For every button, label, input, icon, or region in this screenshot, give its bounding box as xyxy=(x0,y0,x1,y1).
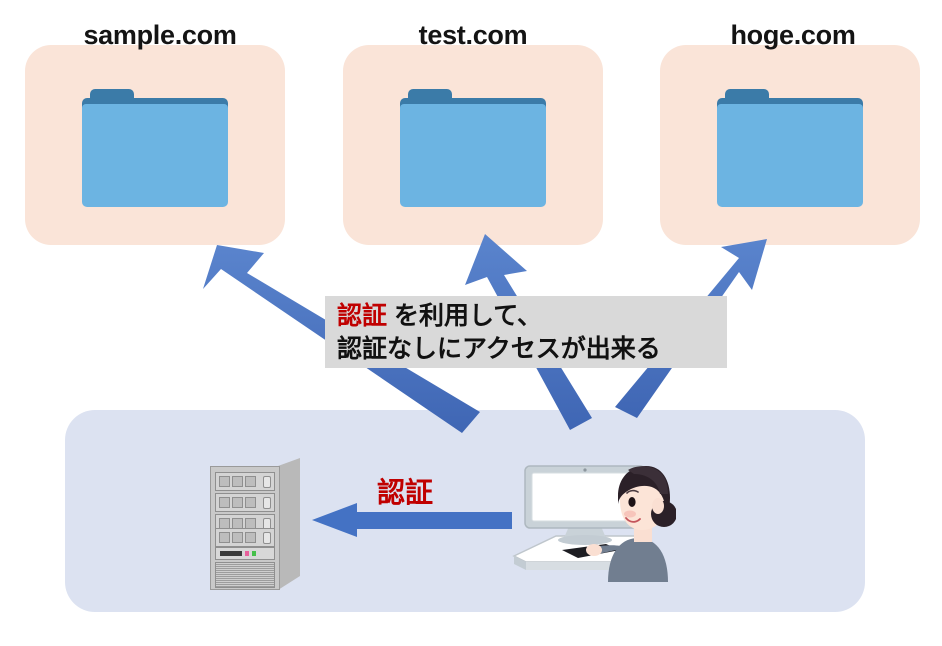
folder-body xyxy=(82,104,228,207)
drive-bay-knob xyxy=(263,496,271,509)
callout-line1-rest: を利用して、 xyxy=(387,302,542,330)
site-label-hoge: hoge.com xyxy=(730,20,856,50)
drive-slot xyxy=(245,476,256,487)
server-control-panel xyxy=(215,547,275,560)
drive-slot xyxy=(232,497,243,508)
callout-line-1: 認証 を利用して、 xyxy=(337,300,727,333)
status-led-pink xyxy=(245,551,249,556)
drive-bay-knob xyxy=(263,475,271,488)
workstation-svg xyxy=(512,465,677,582)
server-illustration xyxy=(210,458,300,590)
callout-line-2: 認証なしにアクセスが出来る xyxy=(337,335,661,363)
network-panel xyxy=(65,410,865,612)
site-panel-hoge xyxy=(660,45,920,245)
person-at-computer-illustration xyxy=(508,462,677,587)
callout-keyword: 認証 xyxy=(337,302,388,330)
folder-icon xyxy=(717,89,863,207)
folder-icon xyxy=(400,89,546,207)
folder-body xyxy=(717,104,863,207)
drive-bay-knob xyxy=(263,531,271,544)
folder-body xyxy=(400,104,546,207)
status-led-green xyxy=(252,551,256,556)
server-side-face xyxy=(278,458,300,590)
site-panel-sample xyxy=(25,45,285,245)
server-drive-bay xyxy=(215,528,275,547)
drive-slot xyxy=(232,476,243,487)
callout-box: 認証 を利用して、 認証なしにアクセスが出来る xyxy=(325,296,727,368)
drive-slot xyxy=(245,532,256,543)
auth-arrow-label: 認証 xyxy=(376,477,433,508)
site-label-sample: sample.com xyxy=(83,20,237,50)
server-drive-bay xyxy=(215,493,275,512)
site-label-test: test.com xyxy=(418,20,528,50)
drive-slot xyxy=(219,476,230,487)
folder-icon xyxy=(82,89,228,207)
control-strip xyxy=(220,551,242,556)
drive-slot xyxy=(219,497,230,508)
drive-slot xyxy=(232,532,243,543)
drive-slot xyxy=(219,532,230,543)
server-drive-bay xyxy=(215,472,275,491)
site-panel-test xyxy=(343,45,603,245)
drive-slot xyxy=(245,497,256,508)
server-vent-grille xyxy=(215,562,275,588)
